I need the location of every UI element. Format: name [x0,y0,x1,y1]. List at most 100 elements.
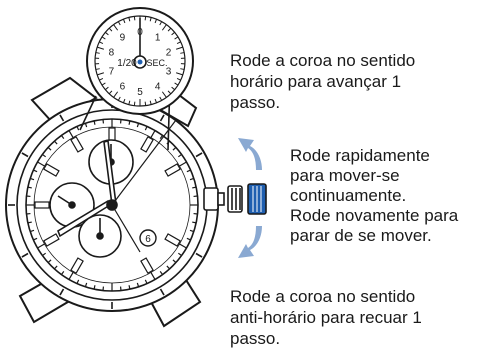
dial-tick [47,259,52,263]
callout-tick [180,68,185,70]
callout-tick [176,41,181,44]
callout-tick [149,100,152,105]
subdial-unit: SEC. [146,58,167,68]
callout-tick [171,86,175,91]
dial-tick [84,123,88,128]
dial-tick [192,221,197,224]
dial-tick [150,130,156,138]
subdial-number: 9 [120,33,126,44]
callout-tick [108,90,113,95]
subdial-number: 2 [166,48,172,59]
callout-tick [175,46,183,50]
dial-tick [68,130,74,138]
callout-tick [113,24,119,31]
subdial-bottom [78,214,122,258]
dial-tick [172,147,177,151]
dial-tick [60,135,65,140]
dial-tick [76,126,80,131]
callout-tick [175,72,183,76]
callout-tick [171,31,175,36]
callout-tick [105,31,109,36]
dial-tick [186,237,191,241]
dial-tick [179,243,187,249]
dial-tick [42,153,47,158]
hour-marker [70,135,84,153]
hour-marker [42,163,60,177]
callout-tick [154,18,158,24]
callout-tick [95,68,100,70]
callout-tick [122,18,126,24]
dial-tick [172,259,177,263]
bezel-marker [21,252,29,258]
date-window: 6 [139,229,157,247]
counterclockwise-instruction: Rode a coroa no sentido anti-horário par… [230,287,422,348]
callout-tick [113,91,119,98]
callout-tick [101,36,106,40]
watch-hands [57,119,177,253]
dial-tick [76,279,80,284]
clockwise-instruction: Rode a coroa no sentido horário para ava… [230,51,416,112]
dial-tick [37,161,45,167]
dial-tick [37,243,45,249]
subdial-number: 7 [109,66,115,77]
callout-tick [97,46,105,50]
dial-tick [54,265,58,270]
subdial-callout: 0123456789 1/20 SEC. [79,7,194,151]
callout-tick [105,86,109,91]
dial-tick [84,282,88,287]
bezel-marker [195,152,203,158]
dial-tick [179,161,187,167]
callout-tick [161,24,167,31]
fast-move-instruction: Rode rapidamente para mover-se continuam… [290,146,459,245]
bezel-marker [195,252,203,258]
dial-tick [93,120,96,125]
dial-tick [177,153,182,158]
bezel-marker [159,114,165,122]
callout-tick [159,21,163,26]
callout-tick [99,41,104,44]
callout-tick [108,27,113,32]
callout-tick [161,91,167,98]
callout-tick [149,17,152,22]
dial-tick [189,229,194,233]
bezel-marker [59,114,65,122]
dial-tick [27,221,32,224]
callout-tick [117,96,121,101]
bezel-marker [21,152,29,158]
hour-marker [164,233,182,247]
dial-tick [144,279,148,284]
callout-tick [174,36,179,40]
dial-tick [30,229,35,233]
dial-tick [128,285,131,290]
subdial-number: 4 [155,81,161,92]
callout-tick [97,72,105,76]
callout-tick [128,17,131,22]
dial-tick [177,252,182,257]
dial-tick [144,126,148,131]
callout-tick [133,16,136,21]
subdial-number: 3 [166,66,172,77]
curved-arrow-up-icon [238,138,262,170]
dial-tick [186,169,191,173]
dial-tick [159,270,164,275]
hour-marker [42,233,60,247]
subdial-number: 5 [137,87,143,98]
callout-tick [180,52,185,54]
dial-tick [68,272,74,280]
dial-tick [136,282,140,287]
callout-tick [133,101,136,106]
callout-tick [144,16,147,21]
callout-tick [167,90,172,95]
callout-tick [144,101,147,106]
callout-tick [101,82,106,86]
callout-tick [128,100,131,105]
callout-tick [159,96,163,101]
callout-tick [122,98,126,104]
dial-tick [166,265,170,270]
dial-tick [189,177,194,181]
svg-text:6: 6 [145,234,151,245]
dial-tick [159,135,164,140]
subdial-number: 6 [120,81,126,92]
